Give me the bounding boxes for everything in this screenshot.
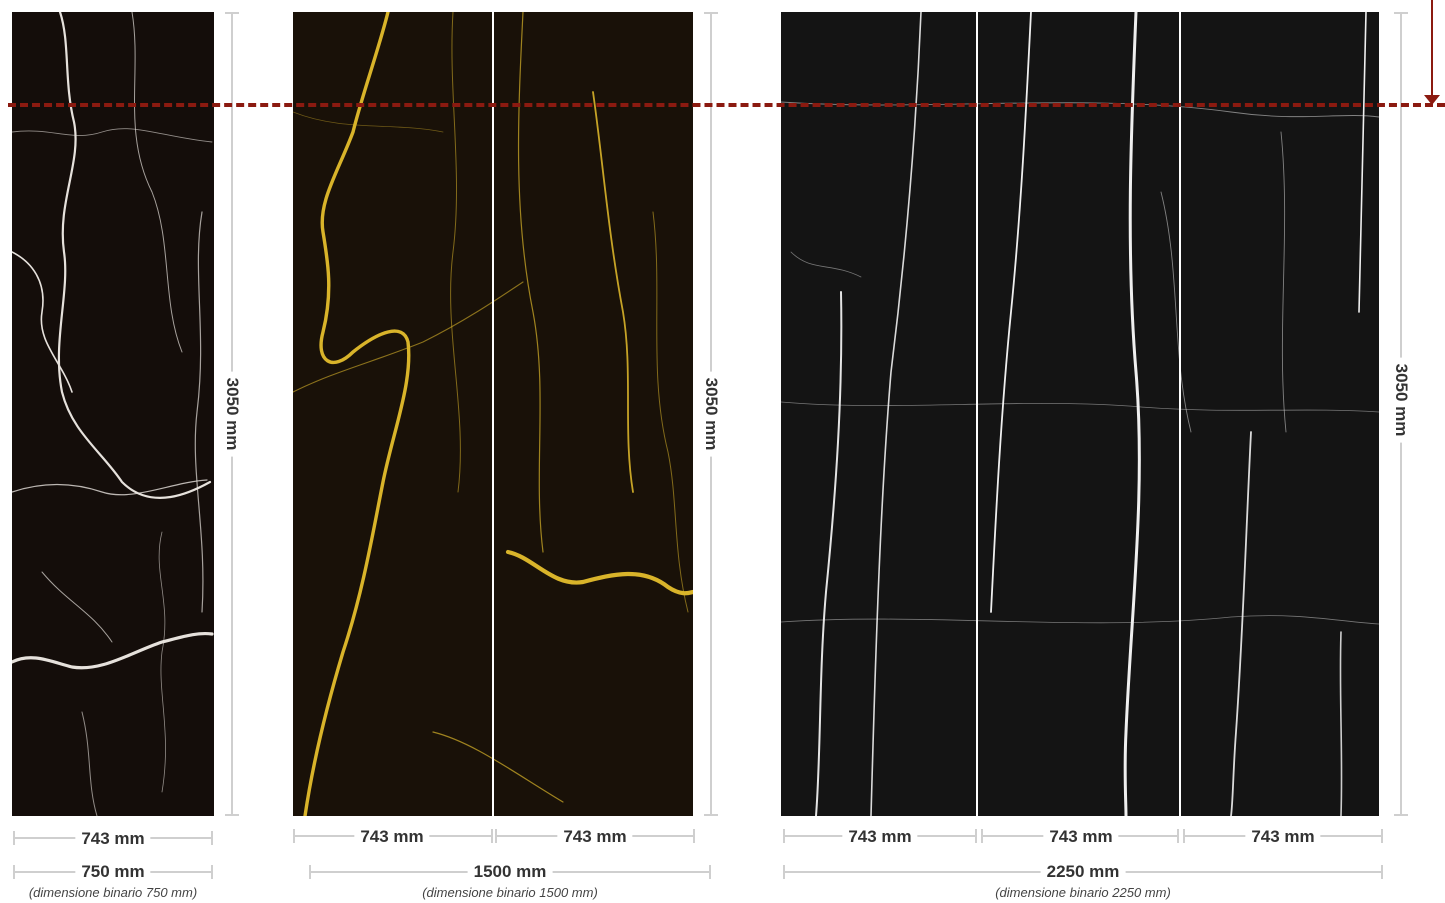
slab-width-label: 743 mm [75,829,151,849]
total-width-label: 750 mm [75,862,151,882]
binary-note: (dimensione binario 2250 mm) [995,885,1171,900]
cut-line [8,103,1445,107]
height-tick [1394,12,1408,14]
height-tick [225,814,239,816]
width-tick [783,865,785,879]
width-tick [981,829,983,843]
height-label-1: 3050 mm [222,371,242,457]
width-tick [709,865,711,879]
slab-seam [976,12,978,816]
slab-seam [492,12,494,816]
height-tick [704,12,718,14]
width-tick [1381,829,1383,843]
width-tick [13,831,15,845]
width-tick [211,865,213,879]
height-label-3: 3050 mm [1391,357,1411,443]
width-tick [783,829,785,843]
marble-veins-3 [781,12,1379,816]
width-tick [1381,865,1383,879]
cut-arrow-shaft [1431,0,1433,96]
binary-note: (dimensione binario 1500 mm) [422,885,598,900]
width-tick [211,831,213,845]
width-tick [293,829,295,843]
width-tick [491,829,493,843]
marble-panel-1 [12,12,214,816]
width-tick [13,865,15,879]
width-tick [495,829,497,843]
height-tick [225,12,239,14]
height-tick [1394,814,1408,816]
marble-panel-3 [781,12,1379,816]
marble-veins-1 [12,12,214,816]
total-width-label: 2250 mm [1040,862,1126,882]
width-tick [1177,829,1179,843]
cut-arrow-icon [1424,95,1440,105]
slab-width-label: 743 mm [1245,827,1321,847]
width-tick [309,865,311,879]
width-tick [1183,829,1185,843]
slab-width-label: 743 mm [354,827,430,847]
slab-seam [1179,12,1181,816]
slab-width-label: 743 mm [1043,827,1119,847]
total-width-label: 1500 mm [467,862,553,882]
marble-veins-2 [293,12,693,816]
width-tick [693,829,695,843]
slab-width-label: 743 mm [557,827,633,847]
height-tick [704,814,718,816]
binary-note: (dimensione binario 750 mm) [28,885,198,900]
width-tick [975,829,977,843]
slab-width-label: 743 mm [842,827,918,847]
marble-panel-2 [293,12,693,816]
height-label-2: 3050 mm [701,371,721,457]
